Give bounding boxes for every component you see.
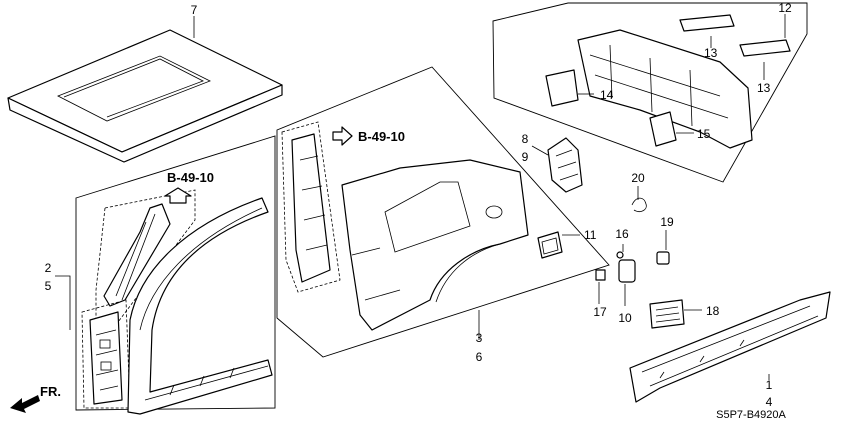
fuel-lid-spring — [618, 259, 636, 283]
front-direction-label: FR. — [40, 384, 61, 399]
callout-1: 1 — [766, 378, 773, 392]
front-pillar-group-box — [75, 135, 276, 411]
rear-quarter-panel — [341, 159, 529, 331]
callout-16: 16 — [615, 227, 629, 241]
rear-panel — [577, 29, 753, 149]
front-inner-pillar — [103, 203, 171, 307]
wheelhouse-bracket — [547, 137, 583, 193]
rear-panel-reinforcement-right — [739, 39, 791, 57]
callout-14: 14 — [600, 88, 614, 102]
tail-light-bracket-left — [545, 69, 579, 107]
callout-6: 6 — [476, 350, 483, 364]
callout-19: 19 — [660, 215, 674, 229]
callout-12: 12 — [778, 1, 792, 15]
front-pillar-detail-outline — [95, 189, 196, 331]
callout-13-upper: 13 — [704, 46, 718, 60]
front-outer-side-panel — [127, 197, 273, 415]
rear-panel-group-box — [492, 2, 808, 183]
grommet-bolt — [656, 251, 670, 265]
callout-8: 8 — [522, 132, 529, 146]
callout-2: 2 — [45, 261, 52, 275]
callout-5: 5 — [45, 279, 52, 293]
rear-quarter-group-box — [276, 66, 610, 358]
rear-panel-reinforcement-left — [679, 14, 735, 32]
roof-panel — [7, 29, 283, 163]
vent-grille — [649, 299, 685, 329]
callout-13-lower: 13 — [757, 81, 771, 95]
lower-hinge-pillar — [89, 311, 123, 405]
callout-10: 10 — [618, 311, 632, 325]
rear-inner-pillar — [291, 133, 331, 283]
callout-4: 4 — [766, 395, 773, 409]
front-direction-arrow-icon — [10, 395, 40, 413]
callout-3: 3 — [476, 331, 483, 345]
side-sill-panel — [629, 291, 831, 403]
callout-18: 18 — [706, 304, 720, 318]
lower-pillar-detail-outline — [81, 299, 131, 409]
callout-9: 9 — [522, 150, 529, 164]
front-ref-label: B-49-10 — [167, 170, 214, 185]
fastener-nut — [595, 269, 606, 281]
leader-lines — [55, 14, 786, 380]
callout-11: 11 — [584, 228, 597, 242]
front-ref-arrow-icon — [164, 187, 192, 204]
callout-7: 7 — [191, 3, 198, 17]
fuel-filler-lid — [537, 231, 563, 259]
rear-ref-label: B-49-10 — [358, 129, 405, 144]
callout-20: 20 — [631, 171, 645, 185]
fuel-opener-cable-holder — [616, 251, 624, 259]
callout-15: 15 — [697, 127, 711, 141]
rear-pillar-detail-outline — [281, 121, 341, 293]
rear-ref-arrow-icon — [332, 126, 353, 146]
harness-clip — [631, 197, 647, 212]
diagram-code: S5P7-B4920A — [716, 409, 786, 421]
callout-17: 17 — [593, 305, 607, 319]
tail-light-bracket-right — [649, 111, 677, 147]
